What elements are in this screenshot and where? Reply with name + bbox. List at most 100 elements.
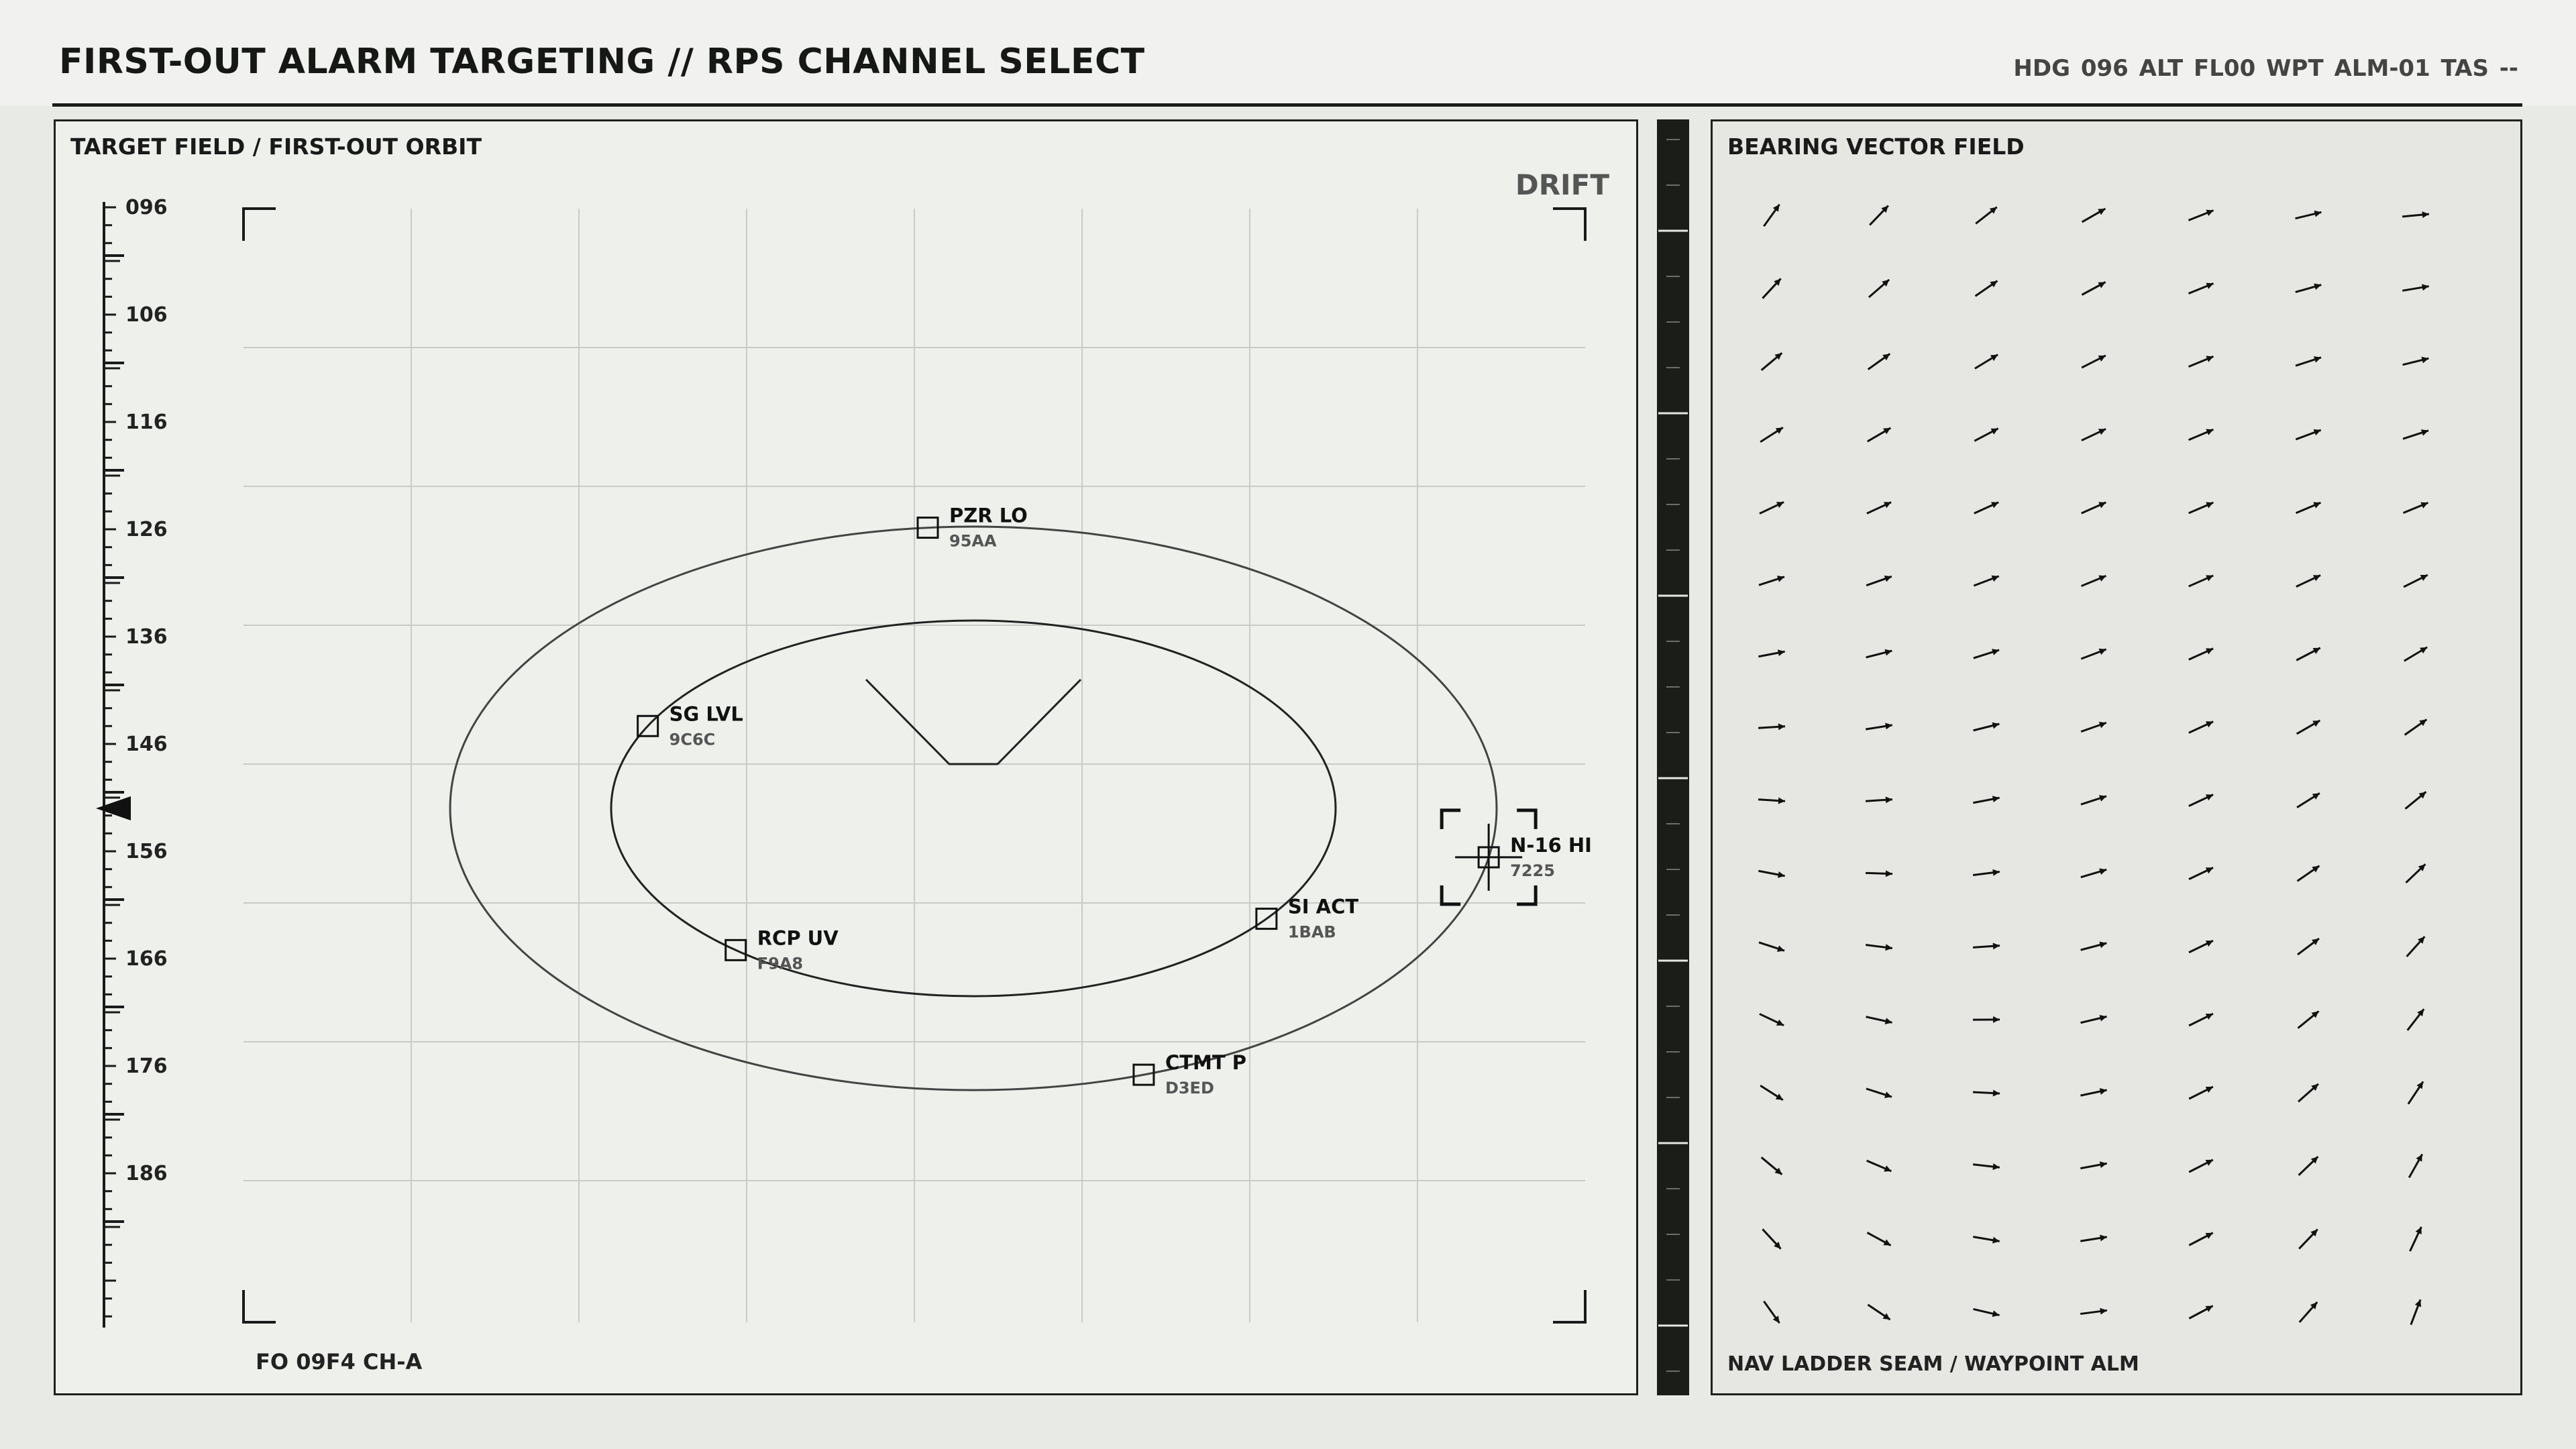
outer-orbit [449,525,1498,1091]
target-name: N-16 HI [1510,834,1592,857]
nav-ladder[interactable] [1657,119,1689,1395]
target-code: F9A8 [757,954,803,973]
target-marker[interactable]: SG LVL 9C6C [637,702,743,749]
frame-corner [1553,207,1587,241]
scale-label: 126 [125,518,168,541]
bearing-arrow-icon [1760,352,1783,371]
bearing-arrow-icon [2080,1088,2107,1097]
bearing-arrow-icon [2188,1305,2214,1320]
lock-bracket [1517,885,1538,906]
orbit-chevron [865,678,1082,765]
bearing-arrow-icon [1975,206,1998,225]
bearing-arrow-icon [1972,1089,2000,1097]
bearing-arrow-icon [1759,501,1784,515]
bearing-arrow-icon [1866,1087,1892,1098]
bearing-arrow-icon [1763,1300,1780,1324]
status-readout: HDG 096 ALT FL00 WPT ALM-01 TAS -- [2013,55,2518,82]
bearing-arrow-icon [2406,936,2426,957]
bearing-arrow-icon [2409,1226,2422,1252]
target-code: 1BAB [1288,923,1336,942]
scale-label: 156 [125,840,168,863]
target-code: 95AA [949,532,997,551]
bearing-arrow-icon [2188,1159,2214,1173]
bearing-arrow-icon [2081,207,2106,223]
bearing-arrow-icon [2295,501,2322,515]
bearing-arrow-icon [1868,278,1890,299]
scale-pointer[interactable] [96,796,131,820]
bearing-arrow-icon [2410,1299,2422,1326]
bearing-arrow-icon [1973,1307,2000,1318]
bearing-arrow-icon [1972,943,2000,950]
vector-field-footer: NAV LADDER SEAM / WAYPOINT ALM [1727,1352,2139,1376]
bearing-arrow-icon [2408,1153,2424,1179]
header-bar [0,0,2576,106]
bearing-arrow-icon [2188,209,2214,221]
bearing-arrow-icon [2402,284,2429,292]
frame-corner [242,1290,276,1324]
bearing-arrow-icon [1758,869,1785,878]
bearing-arrow-icon [1758,576,1785,586]
bearing-arrow-icon [1973,1236,2000,1244]
bearing-arrow-icon [2295,429,2322,441]
scale-label: 096 [125,196,168,219]
bearing-arrow-icon [2406,1008,2425,1031]
bearing-arrow-icon [1762,1228,1782,1250]
target-box[interactable] [724,938,747,961]
target-box[interactable] [1255,908,1278,930]
bearing-arrow-icon [1865,796,1893,804]
bearing-arrow-icon [1763,203,1780,227]
target-marker[interactable]: SI ACT 1BAB [1255,896,1358,942]
scale-label: 176 [125,1055,168,1078]
bearing-arrow-icon [1760,1157,1783,1175]
bearing-arrow-icon [2402,356,2429,366]
bearing-arrow-icon [2080,1307,2108,1316]
scale-label: 146 [125,733,168,756]
bearing-arrow-icon [2296,792,2320,808]
bearing-arrow-icon [2404,791,2427,810]
target-name: SG LVL [669,702,743,725]
bearing-arrow-icon [1972,869,2000,877]
target-field-panel: TARGET FIELD / FIRST-OUT ORBIT DRIFT FO … [54,119,1638,1395]
target-name: CTMT P [1165,1051,1246,1074]
bearing-arrow-icon [1869,205,1889,226]
bearing-arrow-icon [1867,1303,1891,1321]
page-title: FIRST-OUT ALARM TARGETING // RPS CHANNEL… [59,42,1145,82]
target-name: SI ACT [1288,896,1358,918]
bearing-arrow-icon [2188,939,2214,954]
header-divider [52,103,2522,107]
bearing-arrow-icon [2298,1083,2319,1103]
bearing-arrow-icon [1758,941,1785,952]
bearing-arrow-icon [1760,1084,1784,1102]
scale-label: 116 [125,411,168,434]
bearing-arrow-icon [2188,647,2214,661]
bearing-arrow-icon [2188,282,2214,294]
target-box[interactable] [637,714,659,737]
bearing-arrow-icon [2296,647,2321,661]
frame-corner [1553,1290,1587,1324]
bearing-arrow-icon [2405,863,2426,883]
bearing-arrow-icon [2402,502,2429,514]
bearing-arrow-icon [2402,211,2430,219]
target-name: RCP UV [757,926,839,949]
bearing-arrow-icon [2298,1156,2319,1176]
bearing-arrow-icon [2188,355,2214,368]
bearing-arrow-icon [2296,574,2321,588]
bearing-arrow-icon [2404,718,2428,736]
bearing-arrow-icon [1758,797,1786,804]
bearing-arrow-icon [1866,1016,1892,1025]
bearing-arrow-icon [2081,354,2106,369]
bearing-arrow-icon [1974,427,1999,442]
target-marker[interactable]: RCP UV F9A8 [724,926,839,973]
bearing-arrow-icon [1866,427,1892,443]
target-box[interactable] [916,517,939,539]
target-code: 9C6C [669,730,716,749]
bearing-arrow-icon [1972,1163,2000,1171]
target-box[interactable] [1132,1063,1155,1086]
bearing-arrow-icon [2080,1234,2107,1242]
